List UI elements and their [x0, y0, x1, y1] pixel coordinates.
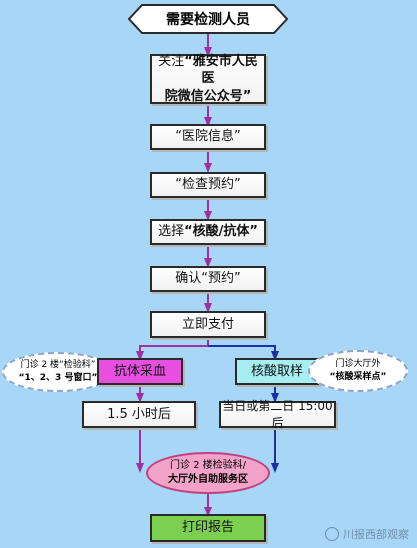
follow-node-line1: 关注“雅安市人民医 — [152, 53, 264, 88]
start-node: 需要检测人员 — [128, 4, 288, 34]
antibody-location-line2: “1、2、3 号窗口” — [18, 373, 98, 383]
watermark: 川报西部观察 — [325, 526, 409, 542]
self-service-line2: 大厅外自助服务区 — [168, 474, 248, 485]
pay-label: 立即支付 — [181, 316, 234, 332]
select-item: “核酸/抗体” — [184, 224, 258, 240]
antibody-label: 抗体采血 — [113, 363, 166, 379]
confirm-node: 确认“预约” — [150, 266, 266, 292]
self-service-node: 门诊 2 楼检验科/ 大厅外自助服务区 — [146, 452, 270, 494]
wechat-icon — [325, 527, 339, 541]
hospital-info-label: “医院信息” — [175, 129, 241, 145]
antibody-node: 抗体采血 — [97, 358, 183, 385]
self-service-line1: 门诊 2 楼检验科/ — [169, 460, 247, 471]
follow-name-part2: 院微信公众号” — [164, 88, 252, 104]
antibody-location-note: 门诊 2 楼“检验科” “1、2、3 号窗口” — [2, 352, 114, 392]
nucleic-location-note: 门诊大厅外 “核酸采样点” — [308, 350, 408, 392]
antibody-time-node: 1.5 小时后 — [82, 401, 196, 428]
start-node-shape — [128, 4, 288, 34]
follow-name-part1: “雅安市人民医 — [184, 53, 258, 87]
arrow-pay-to-nucleic — [208, 345, 279, 361]
nucleic-time-label: 当日或第二日 15:00 后 — [222, 399, 333, 430]
watermark-text: 川报西部观察 — [343, 528, 409, 541]
print-node: 打印报告 — [150, 514, 266, 542]
check-appointment-label: “检查预约” — [175, 177, 241, 193]
hospital-info-node: “医院信息” — [150, 124, 266, 150]
nucleic-location-line2: “核酸采样点” — [329, 372, 387, 382]
follow-node: 关注“雅安市人民医 院微信公众号” — [150, 54, 266, 104]
select-prefix: 选择 — [158, 224, 185, 240]
start-node-label: 需要检测人员 — [166, 12, 250, 28]
confirm-label: 确认“预约” — [175, 271, 241, 287]
follow-prefix: 关注 — [158, 53, 185, 69]
arrow-pay-to-antibody — [136, 338, 209, 361]
nucleic-time-node: 当日或第二日 15:00 后 — [219, 399, 336, 430]
antibody-location-line1: 门诊 2 楼“检验科” — [20, 360, 96, 371]
print-label: 打印报告 — [181, 520, 234, 536]
nucleic-label: 核酸取样 — [250, 363, 303, 379]
check-appointment-node: “检查预约” — [150, 172, 266, 198]
nucleic-location-line1: 门诊大厅外 — [335, 359, 381, 370]
select-node: 选择“核酸/抗体” — [150, 219, 266, 245]
antibody-time-label: 1.5 小时后 — [107, 406, 171, 422]
nucleic-node: 核酸取样 — [235, 358, 319, 385]
pay-node: 立即支付 — [150, 311, 266, 338]
